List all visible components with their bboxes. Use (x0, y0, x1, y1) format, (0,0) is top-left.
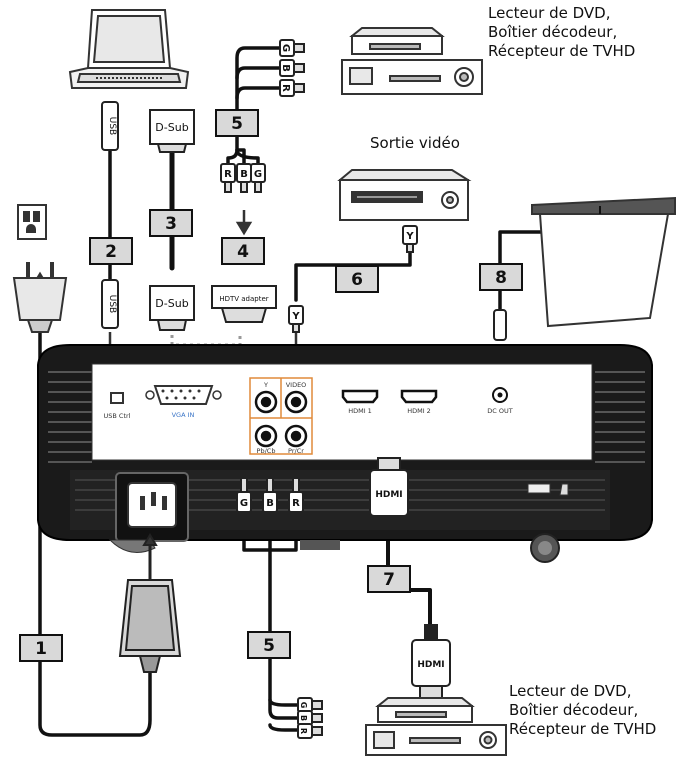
power-plug-icon (12, 262, 68, 333)
wall-outlet-icon (17, 204, 47, 240)
port-label-hdmi1: HDMI 1 (348, 407, 372, 415)
rca-r-top: R (280, 84, 291, 92)
rca-b-split: B (240, 169, 248, 180)
usb-ctrl-port (110, 392, 124, 404)
cable-number-1: 1 (35, 639, 47, 659)
port-label-dc-out: DC OUT (487, 407, 512, 415)
rca-cable-top-r (235, 86, 282, 100)
y-plug-label-top: Y (405, 231, 414, 242)
projector-ports (110, 377, 508, 455)
usb-plug-label-top: USB (107, 117, 117, 135)
vga-in-port (145, 385, 222, 405)
rca-r-bottom: R (292, 498, 300, 509)
rca-b-top: B (280, 64, 291, 72)
port-label-hdmi2: HDMI 2 (407, 407, 431, 415)
projector-body (37, 344, 653, 563)
laptop-illustration (68, 9, 190, 89)
port-label-vga-in: VGA IN (172, 411, 195, 419)
y-plug-label-bottom: Y (291, 311, 300, 322)
label-dvd-top-line1: Lecteur de DVD, (488, 4, 611, 22)
hdmi-plug-label-top: HDMI (375, 490, 402, 500)
rca-g-top: G (280, 44, 291, 52)
hdmi2-port (400, 389, 438, 404)
cable-number-4: 4 (237, 242, 249, 262)
projection-screen-illustration (531, 196, 676, 328)
label-dvd-top-line2: Boîtier décodeur, (488, 23, 618, 41)
dsub-label-bottom: D-Sub (155, 297, 188, 310)
cable-number-7: 7 (383, 570, 395, 590)
rca-cable-top-g (235, 46, 282, 127)
port-label-video: VIDEO (286, 381, 307, 389)
rca-g-split: G (254, 169, 262, 180)
label-video-out: Sortie vidéo (370, 134, 460, 152)
hdtv-adapter-label: HDTV adapter (219, 295, 268, 303)
dsub-label-top: D-Sub (155, 121, 188, 134)
port-label-y: Y (263, 381, 268, 389)
rca-split-g (235, 148, 260, 166)
label-dvd-bottom-line1: Lecteur de DVD, (509, 682, 632, 700)
rca-cable-top-b (235, 66, 282, 80)
power-cable (38, 298, 152, 737)
cable-number-5-bottom: 5 (263, 636, 275, 656)
cable-number-3: 3 (165, 214, 177, 234)
label-dvd-top-line3: Récepteur de TVHD (488, 42, 636, 60)
label-dvd-bottom-line3: Récepteur de TVHD (509, 720, 657, 738)
cable-number-8: 8 (495, 268, 507, 288)
cable-number-2: 2 (105, 242, 117, 262)
label-dvd-top: Lecteur de DVD, Boîtier décodeur, Récept… (488, 4, 635, 61)
dvd-player-top-illustration (341, 27, 483, 95)
rca-g-bottom: G (240, 498, 248, 509)
rca-r-split: R (224, 169, 232, 180)
rca-r-out: R (299, 728, 308, 734)
rca-b-bottom: B (266, 498, 274, 509)
rca-b-out: B (299, 715, 308, 721)
iec-power-plug (118, 533, 182, 673)
rca-split-b (235, 148, 246, 166)
label-dvd-bottom: Lecteur de DVD, Boîtier décodeur, Récept… (509, 682, 656, 739)
hdmi-plug-label-bottom: HDMI (417, 660, 444, 670)
port-label-pbcb: Pb/Cb (257, 447, 276, 455)
usb-plug-label-bottom: USB (107, 295, 117, 313)
vcr-illustration (337, 169, 472, 221)
rca-g-out: G (299, 702, 308, 709)
vga-dotted-link (170, 335, 242, 347)
cable-number-5-top: 5 (231, 114, 243, 134)
hdmi1-port (341, 389, 379, 404)
port-label-prcr: Pr/Cr (288, 447, 304, 455)
cable-number-6: 6 (351, 270, 363, 290)
rca-cable-bottom (268, 510, 300, 720)
label-dvd-bottom-line2: Boîtier décodeur, (509, 701, 639, 719)
port-label-usb-ctrl: USB Ctrl (104, 412, 131, 420)
dvd-player-bottom-illustration (365, 697, 507, 756)
